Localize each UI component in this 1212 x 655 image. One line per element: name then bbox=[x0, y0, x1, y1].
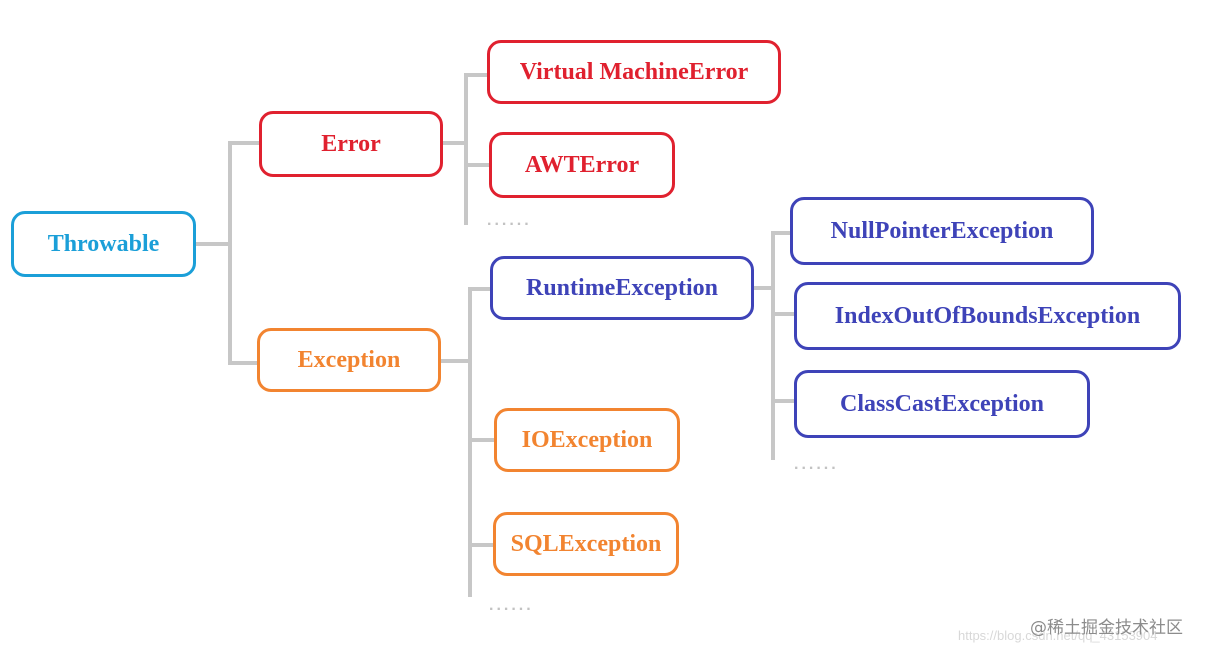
error-node: Error bbox=[259, 111, 443, 177]
awt-error-node: AWTError bbox=[489, 132, 675, 198]
exception-children-ellipsis: ...... bbox=[489, 597, 534, 614]
class-cast-exception-label: ClassCastException bbox=[839, 390, 1044, 417]
runtime-children-ellipsis: ...... bbox=[794, 456, 839, 473]
awt-error-label: AWTError bbox=[524, 151, 640, 178]
null-pointer-exception-label: NullPointerException bbox=[830, 217, 1054, 244]
null-pointer-exception-node: NullPointerException bbox=[790, 197, 1094, 265]
error-label: Error bbox=[321, 130, 381, 157]
watermark-brand: @稀土掘金技术社区 bbox=[1030, 618, 1183, 638]
virtual-machine-error-node: Virtual MachineError bbox=[487, 40, 781, 104]
runtime-exception-label: RuntimeException bbox=[526, 274, 718, 301]
sql-exception-node: SQLException bbox=[493, 512, 679, 576]
index-out-of-bounds-exception-node: IndexOutOfBoundsException bbox=[794, 282, 1181, 350]
io-exception-node: IOException bbox=[494, 408, 680, 472]
error-children-ellipsis: ...... bbox=[487, 212, 532, 229]
virtual-machine-error-label: Virtual MachineError bbox=[519, 58, 749, 85]
runtime-exception-node: RuntimeException bbox=[490, 256, 754, 320]
sql-exception-label: SQLException bbox=[510, 530, 662, 557]
exception-node: Exception bbox=[257, 328, 441, 392]
exception-label: Exception bbox=[297, 346, 401, 373]
watermark-url: https://blog.csdn.net/qq_43153904 bbox=[958, 628, 1158, 643]
index-out-of-bounds-exception-label: IndexOutOfBoundsException bbox=[834, 302, 1141, 329]
throwable-node: Throwable bbox=[11, 211, 196, 277]
io-exception-label: IOException bbox=[521, 426, 653, 453]
class-cast-exception-node: ClassCastException bbox=[794, 370, 1090, 438]
throwable-label: Throwable bbox=[47, 230, 160, 257]
